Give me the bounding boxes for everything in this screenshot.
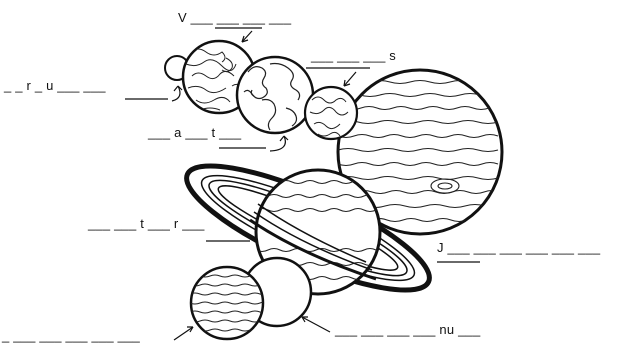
uranus-answer-label: _ ___ ___ ___ ___ ___	[2, 329, 140, 342]
jupiter-answer-label: J ___ ___ ___ ___ ___ ___	[437, 241, 600, 254]
uranus-arrow	[174, 327, 193, 340]
earth-planet	[237, 57, 313, 133]
venus-answer-label: V ___ ___ ___ ___	[178, 11, 291, 24]
mars-arrow	[344, 72, 356, 86]
mars-answer-label: ___ ___ ___ s	[311, 49, 396, 62]
earth-arrow	[270, 136, 285, 151]
earth-answer-label: ___ a ___ t ___	[148, 126, 241, 139]
saturn-answer-label: ___ ___ t ___ r ___	[88, 217, 205, 230]
neptune-arrow	[302, 317, 330, 332]
neptune-answer-label: ___ ___ ___ ___ nu ___	[335, 323, 480, 336]
mercury-answer-label: _ _ r _ u ___ ___	[4, 79, 106, 92]
mars-planet	[305, 87, 357, 139]
